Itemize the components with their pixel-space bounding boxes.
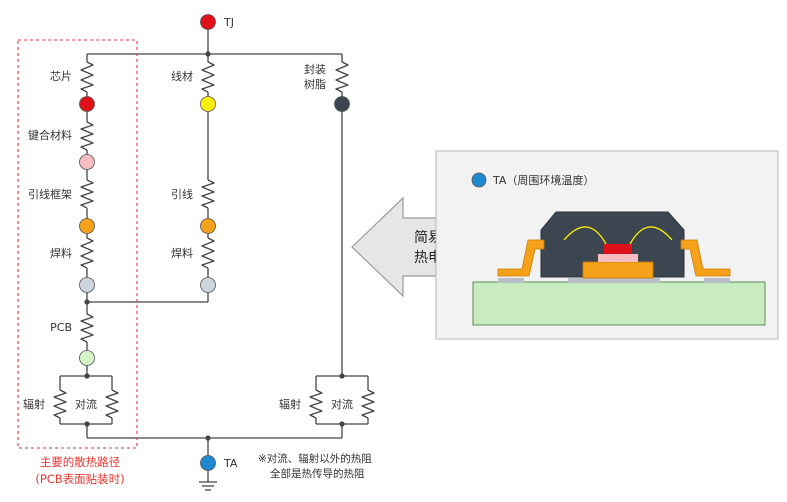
junction-dot [84, 299, 90, 305]
solder-pad-right [704, 278, 730, 283]
node-resin [334, 96, 350, 112]
junction-dot [84, 421, 90, 427]
die-attach [598, 254, 638, 262]
node-lead [200, 218, 216, 234]
label-leadframe: 引线框架 [28, 187, 72, 201]
package-cross-section-inset: TA（周围环境温度） [435, 150, 779, 340]
resistor-radiation-right [309, 389, 323, 419]
bond-wire-right [629, 226, 673, 245]
main-path-highlight-box [17, 39, 138, 449]
resistor-convection-right [361, 389, 375, 419]
label-convection-right: 对流 [331, 397, 353, 411]
resistor-convection-left [105, 389, 119, 419]
label-lead: 引线 [171, 187, 193, 201]
label-resin-line2: 树脂 [304, 77, 326, 91]
pcb-board [472, 281, 766, 326]
junction-dot [339, 421, 345, 427]
node-chip [79, 96, 95, 112]
inset-ta-node [471, 172, 487, 188]
junction-dots [84, 51, 345, 441]
label-solder-chip: 焊料 [50, 246, 72, 260]
node-bond [79, 154, 95, 170]
resistors [53, 61, 375, 419]
resistor-wire [201, 61, 215, 93]
node-solder-wire [200, 277, 216, 293]
label-wire: 线材 [171, 69, 193, 83]
label-resin-line1: 封装 [304, 62, 326, 76]
solder-pad-left [498, 278, 524, 283]
junction-dot [339, 373, 345, 379]
label-chip: 芯片 [50, 69, 72, 83]
label-radiation-left: 辐射 [23, 397, 45, 411]
lead-right [680, 239, 731, 277]
lead-left [497, 239, 545, 277]
label-bond-material: 键合材料 [28, 128, 72, 142]
resistor-radiation-left [53, 389, 67, 419]
note-line2: 全部是热传导的热阻 [270, 467, 365, 480]
circuit-wires [59, 22, 369, 491]
junction-dot [205, 435, 211, 441]
semiconductor-chip [604, 244, 632, 254]
note-line1: ※对流、辐射以外的热阻 [258, 452, 372, 465]
junction-dot [205, 51, 211, 57]
resistor-solder-chip [80, 237, 94, 269]
resistor-bond [80, 121, 94, 151]
inset-ta-label: TA（周围环境温度） [492, 173, 594, 187]
die-pad [582, 261, 654, 279]
junction-dot [84, 373, 90, 379]
resistor-leadframe [80, 179, 94, 209]
temperature-nodes [79, 14, 350, 471]
label-pcb: PCB [50, 321, 72, 334]
resistor-lead [201, 179, 215, 209]
node-pcb [79, 350, 95, 366]
node-leadframe [79, 218, 95, 234]
label-ta: TA [223, 457, 238, 470]
label-solder-wire: 焊料 [171, 246, 193, 260]
node-solder-chip [79, 277, 95, 293]
solder-pad-center [568, 278, 660, 283]
label-convection-left: 对流 [75, 397, 97, 411]
main-path-title: 主要的散热路径 [40, 455, 121, 469]
resistor-solder-wire [201, 237, 215, 269]
label-tj: TJ [223, 16, 234, 29]
resistor-chip [80, 61, 94, 93]
node-wire [200, 96, 216, 112]
node-ta [200, 455, 216, 471]
main-path-subtitle: (PCB表面贴装时) [35, 472, 124, 486]
label-radiation-right: 辐射 [279, 397, 301, 411]
bond-wire-left [563, 226, 607, 245]
node-tj [200, 14, 216, 30]
resistor-resin [335, 61, 349, 93]
resistor-pcb [80, 313, 94, 343]
